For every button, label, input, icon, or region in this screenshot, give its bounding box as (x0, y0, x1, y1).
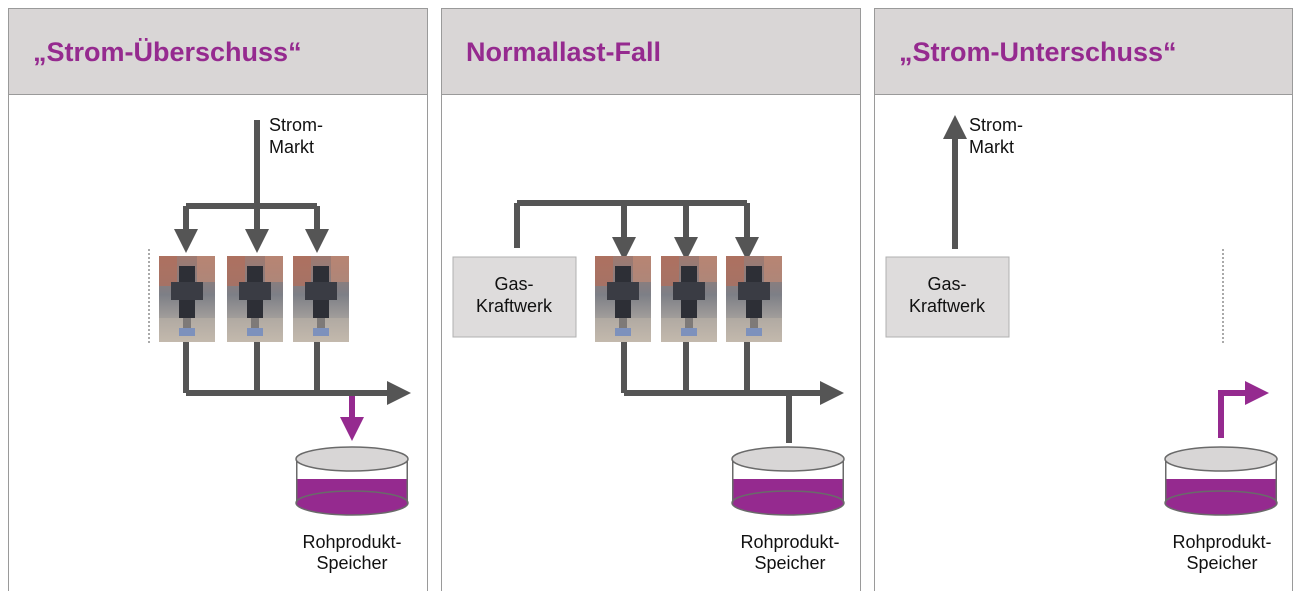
storage-label: Rohprodukt-Speicher (1172, 532, 1271, 573)
storage-tank-icon (1164, 446, 1278, 516)
electrolyzer-photo-icon (227, 256, 283, 342)
panel-title: Normallast-Fall (466, 37, 662, 67)
panel-normallast-fall: Normallast-Fall Gas-Kraftwerk Rohprodukt… (441, 8, 861, 591)
electrolyzer-photo-icon (159, 256, 215, 342)
electrolyzer-photo-icon (595, 256, 651, 342)
panel-header: „Strom-Überschuss“ (9, 9, 427, 95)
gas-plant-label: Gas-Kraftwerk (909, 274, 986, 316)
panel-header: Normallast-Fall (442, 9, 860, 95)
storage-tank-icon (295, 446, 409, 516)
diagram-strom-unterschuss: Gas-Kraftwerk Strom-Markt Rohprodukt-Spe… (885, 115, 1278, 573)
gas-plant-box (885, 256, 1010, 338)
panel-title: „Strom-Unterschuss“ (899, 37, 1177, 67)
diagram-strom-ueberschuss: Strom-Markt Rohprodukt-Speicher (148, 115, 411, 573)
panel-strom-ueberschuss: „Strom-Überschuss“ Strom-Markt Rohproduk… (8, 8, 428, 591)
electrolyzer-photo-icon (661, 256, 717, 342)
gas-plant-label: Gas-Kraftwerk (476, 274, 553, 316)
panel-strom-unterschuss: „Strom-Unterschuss“ Gas-Kraftwerk Strom-… (874, 8, 1293, 591)
storage-discharge-arrow (1218, 381, 1269, 438)
storage-tank-icon (731, 446, 845, 516)
storage-label: Rohprodukt-Speicher (740, 532, 839, 573)
market-label: Strom-Markt (269, 115, 323, 157)
electrolyzer-photo-icon (726, 256, 782, 342)
panel-title: „Strom-Überschuss“ (33, 37, 302, 67)
storage-label: Rohprodukt-Speicher (302, 532, 401, 573)
electrolyzer-photo-icon (293, 256, 349, 342)
panel-header: „Strom-Unterschuss“ (875, 9, 1292, 95)
diagram-normallast-fall: Gas-Kraftwerk Rohprodukt-Speicher (452, 200, 845, 573)
market-label: Strom-Markt (969, 115, 1023, 157)
gas-plant-box (452, 256, 577, 338)
